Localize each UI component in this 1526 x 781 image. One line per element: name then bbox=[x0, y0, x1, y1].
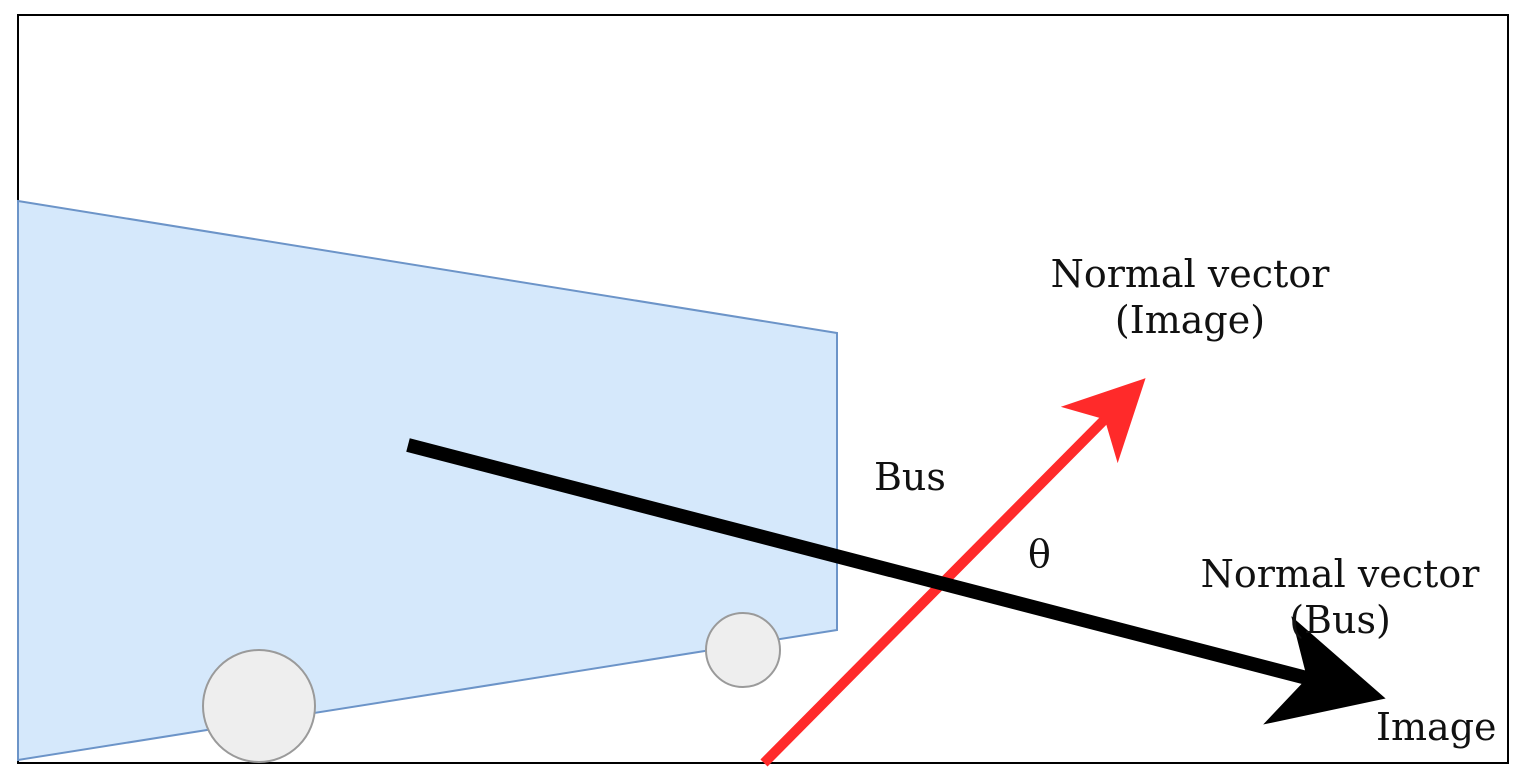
normal-vector-image-line2: (Image) bbox=[1114, 297, 1266, 342]
theta-label: θ bbox=[1028, 532, 1051, 576]
normal-vector-image-label: Normal vector (Image) bbox=[1040, 252, 1340, 343]
normal-vector-image-line1: Normal vector bbox=[1050, 252, 1330, 296]
bus-wheel-front bbox=[705, 612, 781, 688]
image-label: Image bbox=[1376, 705, 1497, 749]
bus-normal-arrow bbox=[406, 438, 1386, 725]
bus-label: Bus bbox=[874, 455, 946, 499]
bus-wheel-rear bbox=[202, 649, 316, 763]
normal-vector-bus-line2: (Bus) bbox=[1289, 597, 1391, 642]
bus-body bbox=[17, 199, 838, 762]
normal-vector-bus-line1: Normal vector bbox=[1200, 552, 1480, 596]
normal-vector-bus-label: Normal vector (Bus) bbox=[1190, 552, 1490, 643]
